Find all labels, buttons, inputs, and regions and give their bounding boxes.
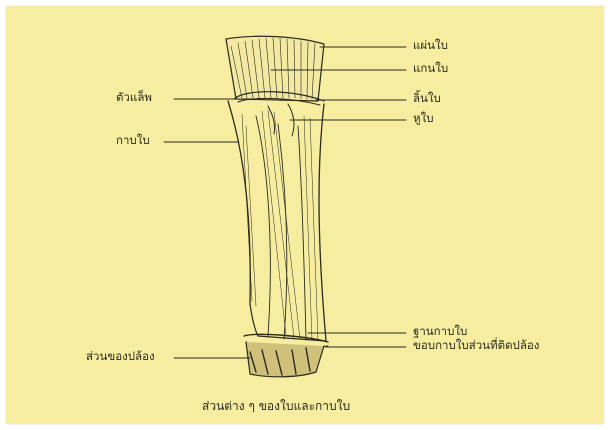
sheath-drawing	[228, 101, 326, 341]
label-sheath: กาบใบ	[116, 135, 150, 147]
label-blade: แผ่นใบ	[413, 40, 448, 52]
label-midrib: แกนใบ	[413, 63, 448, 75]
diagram-page: แผ่นใบ แกนใบ ลิ้นใบ หูใบ ตัวแล็พ กาบใบ ฐ…	[6, 6, 604, 424]
label-internode: ส่วนของปล้อง	[86, 351, 155, 363]
label-ligule: ลิ้นใบ	[413, 93, 441, 105]
label-auricle: หูใบ	[413, 113, 434, 125]
figure-caption: ส่วนต่าง ๆ ของใบและกาบใบ	[202, 397, 350, 416]
label-sheath-edge: ขอบกาบใบส่วนที่ติดปล้อง	[413, 340, 539, 352]
label-sheath-base: ฐานกาบใบ	[413, 326, 467, 338]
label-collar: ตัวแล็พ	[116, 92, 152, 104]
